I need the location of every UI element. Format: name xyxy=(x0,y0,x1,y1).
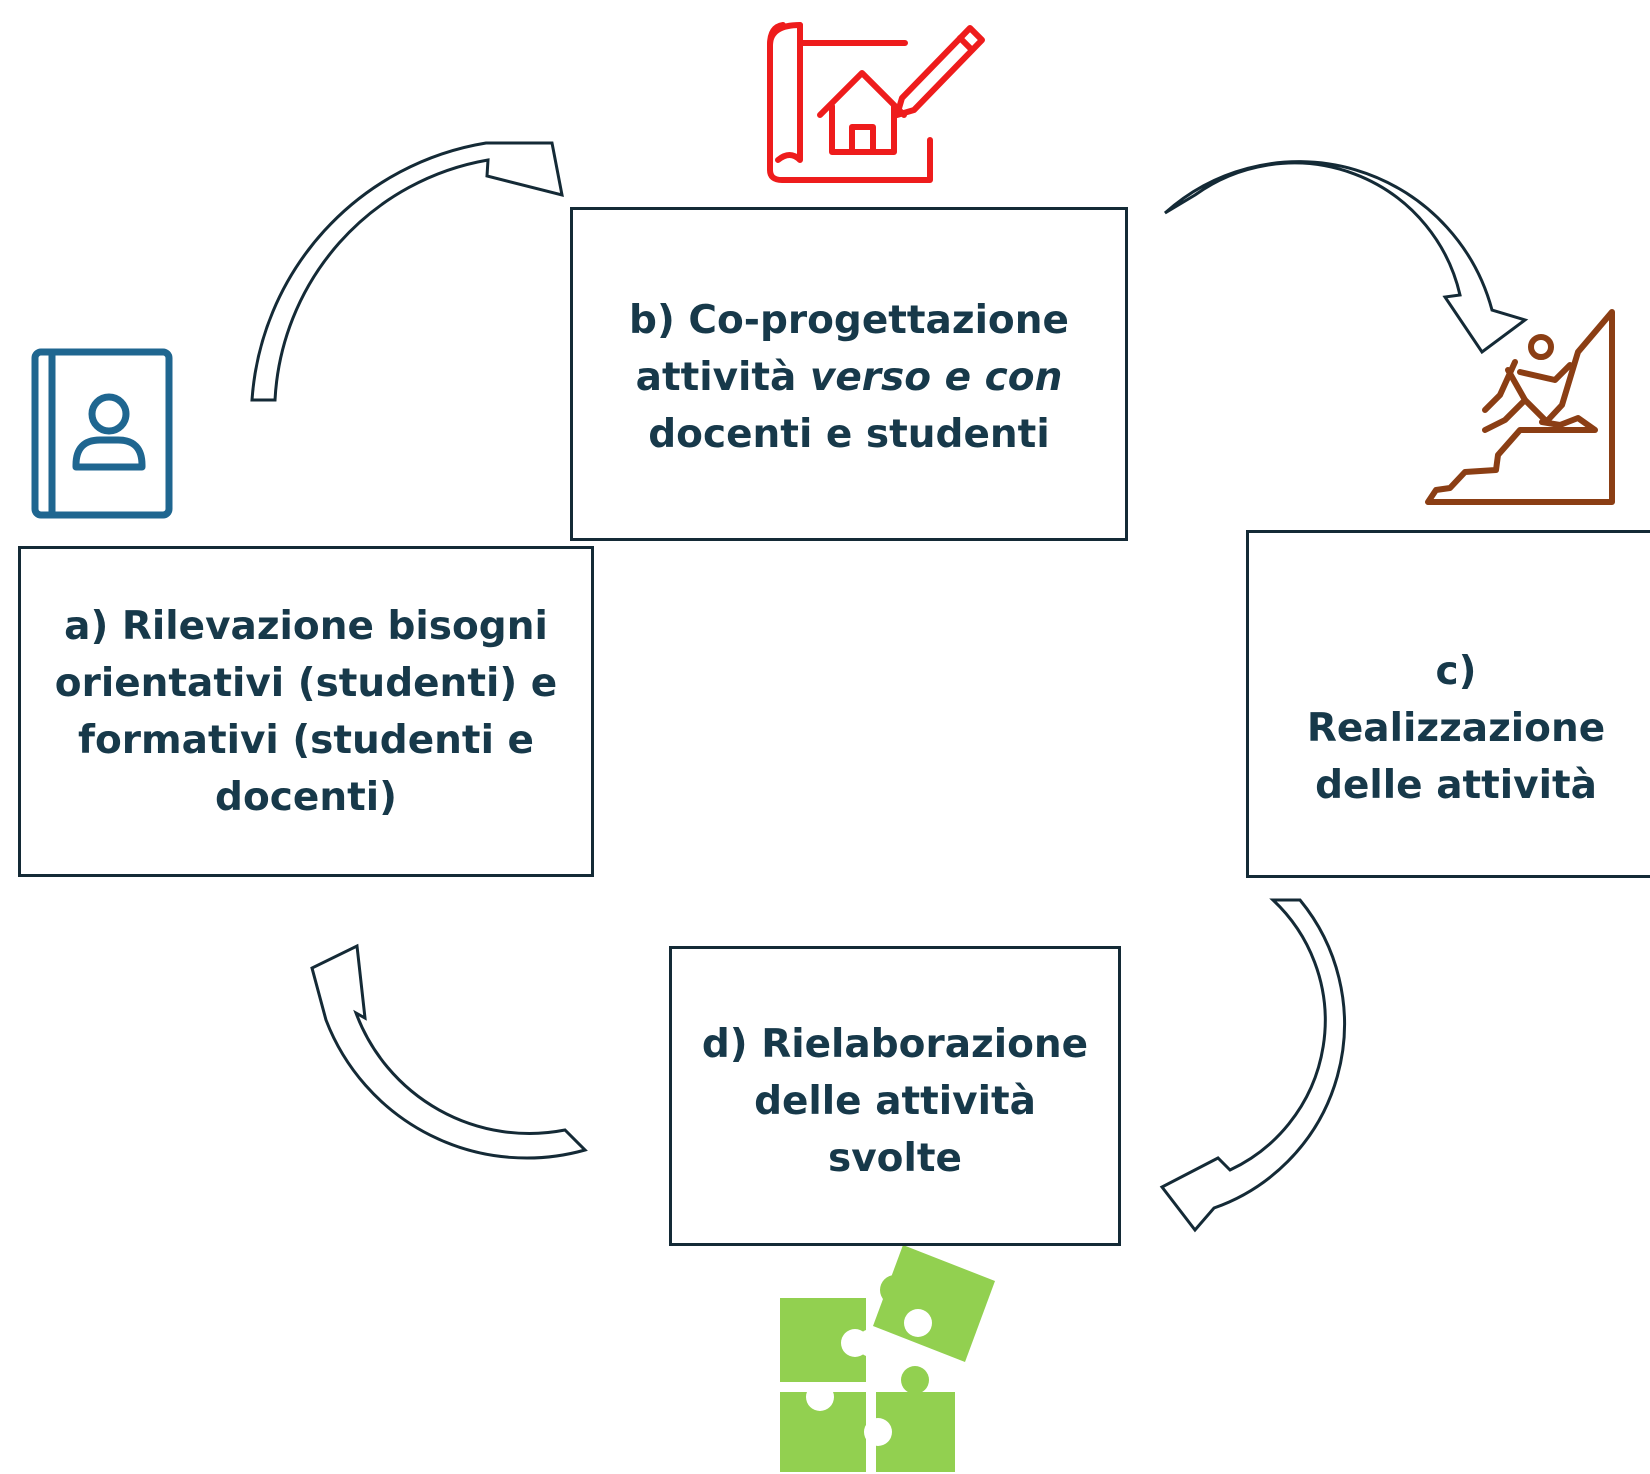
step-a-text: a) Rilevazione bisogni orientativi (stud… xyxy=(55,598,557,826)
arrow-b-to-c xyxy=(1163,160,1529,355)
arrow-c-to-d xyxy=(1159,898,1346,1233)
step-c-text: c) Realizzazione delle attività xyxy=(1289,643,1623,814)
step-b-line-3: docenti e studenti xyxy=(648,412,1050,457)
step-c-line-2: delle attività xyxy=(1315,763,1597,808)
step-d-box: d) Rielaborazione delle attività svolte xyxy=(669,946,1121,1246)
mountain-climber-icon xyxy=(1425,309,1615,505)
step-a-line-2: orientativi (studenti) e xyxy=(54,661,558,706)
arrow-d-to-a xyxy=(310,943,588,1160)
step-b-text: b) Co-progettazione attività verso e con… xyxy=(629,292,1069,463)
step-c-line-1: c) Realizzazione xyxy=(1306,649,1606,751)
user-notebook-icon xyxy=(31,348,173,519)
puzzle-pieces-icon xyxy=(780,1245,995,1472)
step-d-line-3: svolte xyxy=(828,1136,962,1181)
house-blueprint-icon xyxy=(767,22,985,183)
step-d-line-1: d) Rielaborazione xyxy=(701,1022,1089,1067)
step-b-line-1: b) Co-progettazione xyxy=(629,298,1069,343)
step-d-text: d) Rielaborazione delle attività svolte xyxy=(702,1016,1088,1187)
arrow-a-to-b xyxy=(250,141,564,402)
step-b-line-2-italic: verso e con xyxy=(809,355,1063,400)
step-a-line-4: docenti) xyxy=(215,775,397,820)
step-a-line-1: a) Rilevazione bisogni xyxy=(64,604,548,649)
step-d-line-2: delle attività xyxy=(754,1079,1036,1124)
step-a-line-3: formativi (studenti e xyxy=(78,718,534,763)
step-b-line-2-start: attività xyxy=(635,355,810,400)
step-c-box: c) Realizzazione delle attività xyxy=(1246,530,1650,878)
step-a-box: a) Rilevazione bisogni orientativi (stud… xyxy=(18,546,594,877)
step-b-box: b) Co-progettazione attività verso e con… xyxy=(570,207,1128,541)
